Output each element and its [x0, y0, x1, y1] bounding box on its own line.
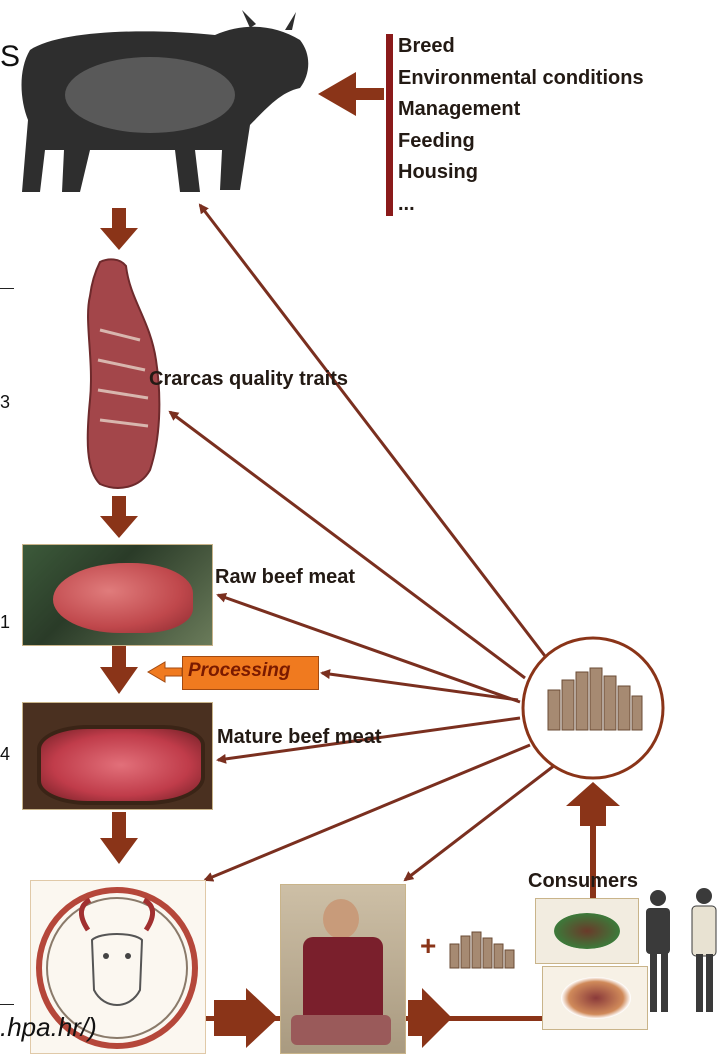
factor-housing: Housing — [398, 157, 478, 189]
butcher-image — [280, 884, 406, 1054]
block-arrow-consumers-to-money — [566, 782, 620, 826]
factor-bar — [386, 34, 393, 216]
plus-sign: + — [420, 930, 436, 962]
arrow-money-to-carcass — [170, 412, 525, 678]
raw-beef-label: Raw beef meat — [215, 566, 355, 589]
mature-beef-label: Mature beef meat — [217, 726, 382, 749]
block-arrow-logo-to-butcher — [214, 988, 278, 1048]
arrow-money-to-logo — [205, 745, 530, 880]
small-coin-stacks — [450, 932, 514, 968]
block-arrow-butcher-to-consumers — [408, 988, 452, 1048]
arrow-money-to-bull — [200, 205, 548, 660]
consumers-label: Consumers — [528, 870, 638, 893]
factor-management: Management — [398, 94, 520, 126]
block-arrow-factors-to-bull — [318, 72, 384, 116]
arrow-money-to-butcher — [405, 765, 555, 880]
mature-beef-image — [22, 702, 213, 810]
factor-environmental-conditions: Environmental conditions — [398, 63, 644, 95]
block-arrow-carcass-to-raw — [100, 496, 138, 538]
cropped-source-url: .hpa.hr/) — [0, 1012, 97, 1043]
block-arrow-bull-to-carcass — [100, 208, 138, 250]
factor-breed: Breed — [398, 31, 455, 63]
arrow-money-to-processing — [322, 673, 518, 700]
consumer-dish-image-2 — [542, 966, 648, 1030]
raw-beef-image — [22, 544, 213, 646]
block-arrow-raw-to-mature — [100, 646, 138, 694]
consumers-stem — [590, 826, 596, 906]
consumer-dish-image-1 — [535, 898, 639, 964]
factor-feeding: Feeding — [398, 126, 475, 158]
factor-ellipsis: ... — [398, 189, 415, 221]
processing-label: Processing — [188, 660, 290, 682]
carcass-quality-label: Crarcas quality traits — [149, 368, 348, 391]
block-arrow-mature-to-logo — [100, 812, 138, 864]
